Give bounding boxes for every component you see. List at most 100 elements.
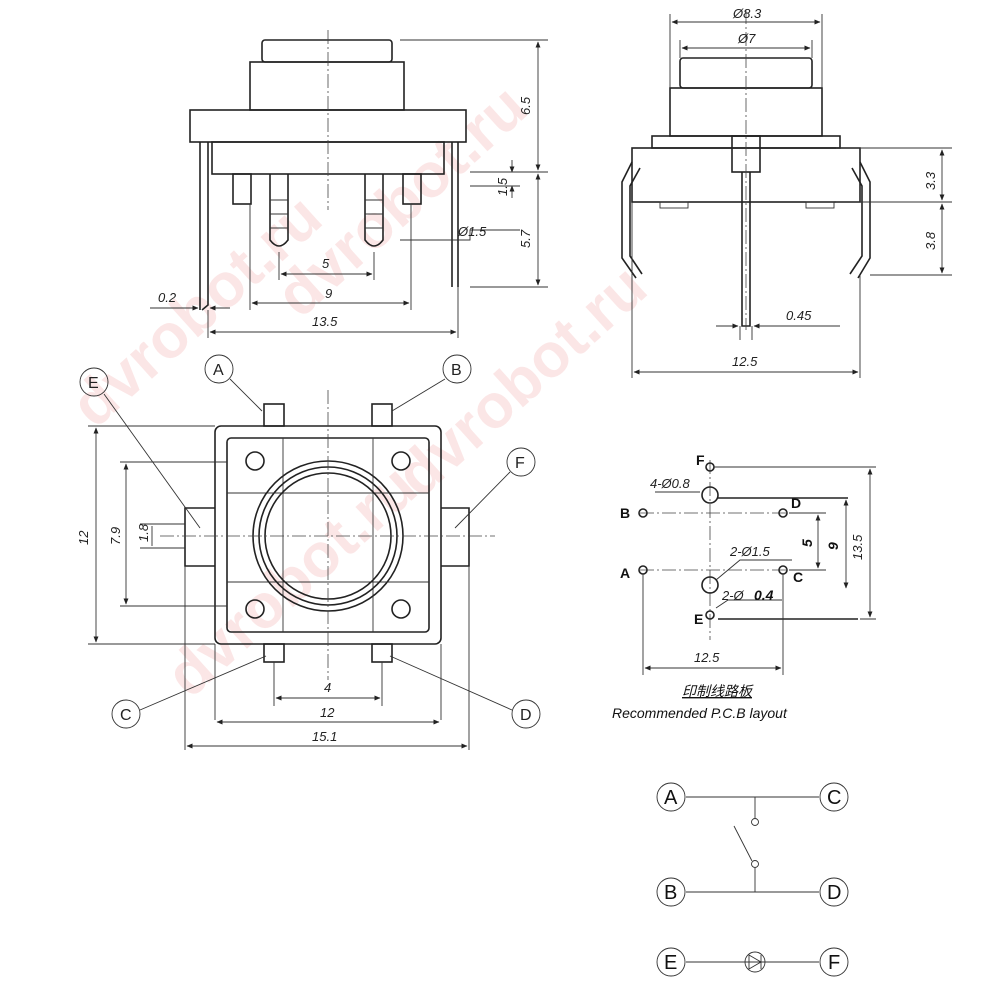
front-view-top-ext (669, 14, 823, 88)
pcb-small-holes-value: 0.4 (754, 587, 774, 603)
front-view-left-lead (621, 161, 643, 279)
pcb-dim-height: 13.5 (850, 534, 865, 560)
schematic-contact-bottom (751, 860, 759, 868)
pcb-layout: F B D A C E 4-Ø0.8 2-Ø1.5 2-Ø 0.4 5 9 13… (612, 452, 876, 721)
top-view-left-ext (88, 425, 227, 645)
schematic-label-d: D (827, 882, 841, 904)
pcb-extension-lines (718, 497, 858, 620)
front-view: Ø8.3 Ø7 3.3 3.8 0.45 12.5 (621, 6, 952, 378)
callout-a-leader (229, 378, 263, 412)
dim-tab-spacing: 4 (324, 680, 331, 695)
top-view-hole-1 (245, 451, 265, 471)
dim-inner-pitch: 9 (325, 286, 332, 301)
side-view-cap-base (249, 61, 405, 111)
schematic-label-b: B (664, 882, 677, 904)
schematic-node-c (819, 782, 849, 812)
schematic-node-d (819, 877, 849, 907)
side-view-left-lead (199, 142, 209, 311)
schematic-node-e (656, 947, 686, 977)
top-view-hole-4 (391, 599, 411, 619)
pcb-pin-a-label: A (620, 565, 630, 581)
dim-led-pitch: 5 (322, 256, 330, 271)
side-view-led-pin-2-rings (365, 199, 383, 229)
pcb-big-holes-label: 2-Ø1.5 (729, 544, 771, 559)
callout-b-leader (391, 378, 446, 412)
pcb-pin-f-label: F (696, 452, 705, 468)
dim-body-width: 13.5 (312, 314, 338, 329)
schematic-label-c: C (827, 787, 841, 809)
dim-tab-height: 1.8 (136, 523, 151, 542)
front-view-right-ext (836, 147, 952, 276)
pcb-pad-big-1 (701, 486, 719, 504)
dim-pin-step: 1.5 (495, 177, 510, 196)
callout-f-leader (454, 471, 511, 529)
schematic-node-a (656, 782, 686, 812)
pcb-small-holes-leader (715, 599, 782, 609)
schematic-contact-top (751, 818, 759, 826)
pcb-pin-b-label: B (620, 505, 630, 521)
side-view-cap (261, 39, 393, 63)
pcb-caption-cn: 印制线路板 (682, 683, 754, 699)
dim-top-height: 6.5 (518, 96, 533, 115)
callout-f-label: F (515, 455, 525, 472)
callout-d-leader (389, 655, 513, 711)
callout-d (511, 699, 541, 729)
pcb-pad-big-2 (701, 576, 719, 594)
pcb-pin-c-label: C (793, 569, 803, 585)
top-view-hole-3 (245, 599, 265, 619)
schematic-label-a: A (664, 787, 678, 809)
pcb-pad-holes-label: 4-Ø0.8 (650, 476, 691, 491)
pcb-dim-5: 5 (799, 539, 815, 547)
schematic-node-b (656, 877, 686, 907)
dim-width-outer: 15.1 (312, 729, 337, 744)
side-view-led-pin-1 (269, 174, 289, 247)
schematic-node-f (819, 947, 849, 977)
pcb-pin-e-label: E (694, 611, 703, 627)
dim-pin-diameter-leader (400, 229, 520, 241)
dim-width-inner: 12 (320, 705, 335, 720)
dim-body-height: 3.3 (923, 171, 938, 190)
top-view: A B C D E F 12 7.9 1.8 4 12 15.1 (76, 354, 541, 750)
schematic-label-e: E (664, 952, 677, 974)
pcb-pad-e (705, 610, 715, 620)
side-view-ext-lines (400, 39, 548, 288)
pcb-caption-en: Recommended P.C.B layout (612, 705, 788, 721)
top-view-bottom-ext (184, 566, 470, 750)
pcb-pad-d (778, 508, 788, 518)
dim-lead-height: 3.8 (923, 231, 938, 250)
callout-a-label: A (213, 362, 224, 379)
side-view-right-tab (402, 173, 422, 205)
dim-inner-cap: Ø7 (737, 31, 756, 46)
side-view-right-lead (451, 142, 459, 287)
schematic-label-f: F (828, 952, 840, 974)
front-view-right-lead (849, 161, 871, 279)
callout-e (79, 367, 109, 397)
side-view-left-tab (232, 173, 252, 205)
led-icon (744, 951, 766, 973)
dim-pin-length: 5.7 (518, 229, 533, 248)
pcb-pad-b (638, 508, 648, 518)
callout-c-leader (139, 655, 267, 711)
callout-c-label: C (120, 707, 132, 724)
callout-c (111, 699, 141, 729)
pcb-big-holes-leader (715, 559, 792, 581)
side-view: 6.5 1.5 5.7 Ø1.5 5 9 0.2 13.5 (150, 30, 548, 338)
front-view-foot-left (659, 201, 689, 209)
top-view-pin-a (263, 403, 285, 427)
callout-f (506, 447, 536, 477)
front-view-pin-ext (739, 326, 753, 340)
callout-b (442, 354, 472, 384)
watermark-group: dvrobot.ru dvrobot.ru dvrobot.ru dvrobot… (58, 72, 660, 711)
schematic: A C B D E F (656, 782, 849, 977)
top-view-grid-lines (227, 438, 429, 632)
pcb-dim-width: 12.5 (694, 650, 720, 665)
dim-outer-cap: Ø8.3 (732, 6, 762, 21)
front-view-foot-right (805, 201, 835, 209)
callout-b-label: B (451, 362, 462, 379)
schematic-switch-blade (733, 825, 753, 862)
side-view-led-pin-1-rings (270, 199, 288, 229)
pcb-pin-d-label: D (791, 495, 801, 511)
top-view-hole-2 (391, 451, 411, 471)
front-view-bottom-ext (631, 202, 861, 378)
